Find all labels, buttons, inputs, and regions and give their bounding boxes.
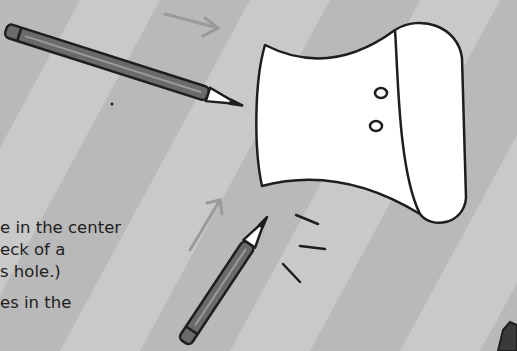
note-text: eck of a	[0, 240, 65, 260]
partial-figure	[498, 322, 517, 351]
curled-paper	[256, 23, 466, 223]
pencil-top	[4, 23, 245, 112]
motion-arrows	[165, 14, 222, 250]
note-text: s hole.)	[0, 262, 61, 282]
note-text: es in the	[0, 293, 71, 313]
dot-mark	[111, 103, 114, 106]
impact-lines	[283, 215, 325, 282]
note-text: e in the center	[0, 218, 121, 238]
pencil-bottom	[178, 213, 273, 346]
